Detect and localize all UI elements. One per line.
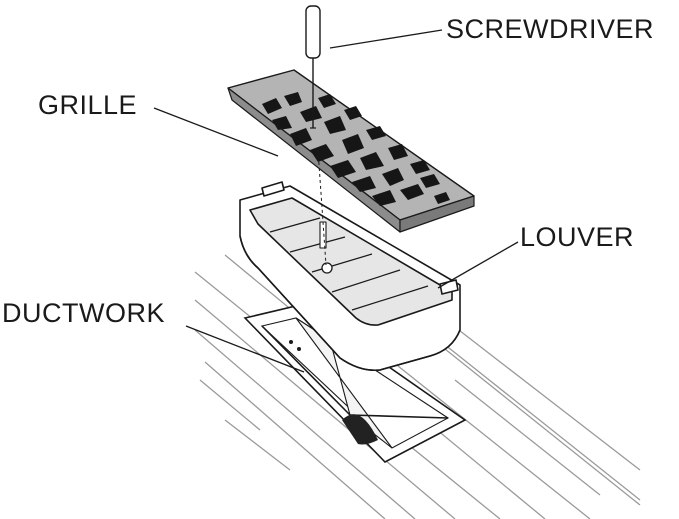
louver — [239, 181, 461, 372]
label-grille: GRILLE — [38, 90, 138, 120]
label-screwdriver: SCREWDRIVER — [446, 14, 655, 44]
grille-cutouts — [262, 92, 450, 206]
ductwork — [243, 304, 467, 463]
leader-ductwork — [185, 325, 305, 373]
alignment-guide — [317, 149, 327, 266]
label-louver: LOUVER — [520, 222, 635, 252]
leader-lines — [153, 29, 519, 373]
leader-screwdriver — [329, 29, 443, 49]
leader-louver — [437, 241, 519, 289]
grille — [227, 69, 475, 233]
label-ductwork: DUCTWORK — [2, 298, 165, 328]
screwdriver — [305, 5, 321, 129]
leader-grille — [153, 107, 279, 157]
